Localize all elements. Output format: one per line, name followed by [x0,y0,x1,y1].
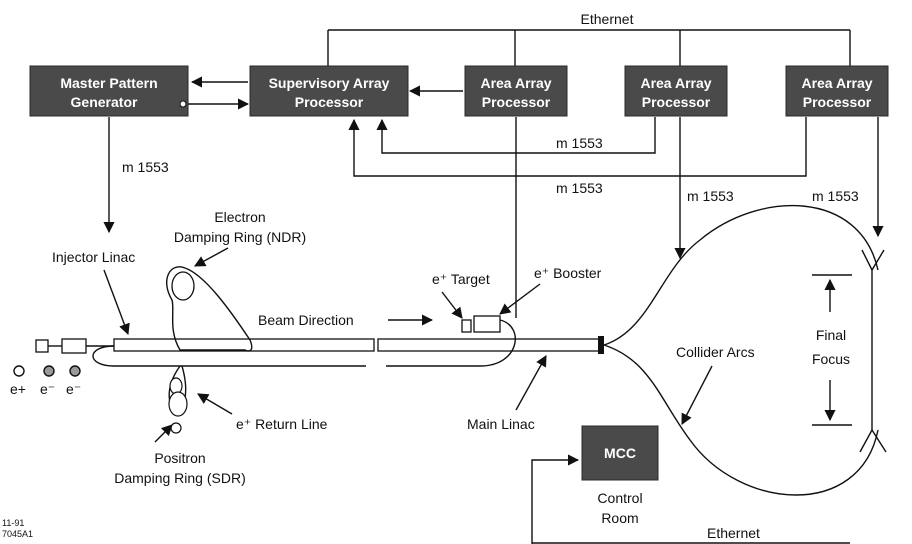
collider-arc-south [603,344,879,496]
figure-code-line2: 7045A1 [2,529,33,539]
control-room-label-1: Control [597,490,642,506]
mcc-label: MCC [604,445,636,461]
e-return-line-label: e⁺ Return Line [236,416,328,432]
mcc-box: MCC [581,425,659,481]
source-electron-2 [69,365,81,377]
return-loop-left [92,345,115,367]
area-array-processor-3-box: Area Array Processor [785,65,889,117]
source-label-eminus-2: e⁻ [66,381,81,397]
m1553-label-d: m 1553 [687,188,734,204]
final-focus-top-quad [861,249,885,272]
linac-end-cap [598,336,604,354]
supervisory-line1: Supervisory Array [269,75,390,91]
electron-damping-ring [166,266,253,352]
beam-direction-label: Beam Direction [258,312,354,328]
area3-line1: Area Array [801,75,872,91]
collider-arcs-label: Collider Arcs [676,344,755,360]
source-block-2 [61,338,87,354]
main-linac-label: Main Linac [467,416,535,432]
pointer-electron-ring [194,247,229,267]
m1553-link-area3 [348,117,807,177]
area-array-processor-1-box: Area Array Processor [464,65,568,117]
m1553-label-a: m 1553 [556,135,603,151]
port-dot [179,100,187,108]
source-positron [13,365,25,377]
positron-ring-label-1: Positron [154,450,205,466]
ndr-ring-top [171,271,195,301]
source-label-eplus: e+ [10,381,26,397]
sdr-ring-1 [169,377,183,395]
pointer-collider-arcs [681,365,713,425]
final-focus-label-2: Focus [812,351,850,367]
pointer-injector-linac [103,269,130,336]
pointer-positron-ring [154,424,173,443]
source-block-1 [35,339,49,353]
m1553-label-b: m 1553 [556,180,603,196]
area1-line2: Processor [482,94,551,110]
injector-linac [35,338,375,354]
collider-arc-north [603,205,879,346]
area1-line1: Area Array [480,75,551,91]
electron-ring-label-2: Damping Ring (NDR) [174,229,306,245]
sdr-ring-2 [168,391,188,417]
pointer-e-target [441,291,463,319]
area2-line2: Processor [642,94,711,110]
injector-linac-label: Injector Linac [52,249,135,265]
ethernet-bus-bottom [531,454,850,544]
injector-linac-pipe [113,338,375,352]
ethernet-bottom-label: Ethernet [707,525,760,541]
source-electron-1 [43,365,55,377]
control-room-label-2: Room [601,510,638,526]
e-booster-label: e⁺ Booster [534,265,602,281]
electron-ring-label-1: Electron [214,209,265,225]
pointer-e-booster [499,283,541,315]
master-pattern-generator-box: Master Pattern Generator [29,65,189,117]
e-target-block [461,319,472,333]
sdr-ring-3 [170,422,182,434]
supervisory-line2: Processor [295,94,364,110]
area-array-processor-2-box: Area Array Processor [624,65,728,117]
main-linac-pipe [377,338,601,352]
e-booster-block [473,315,501,333]
e-plus-return-line [114,319,516,367]
main-linac [377,336,604,354]
source-label-eminus-1: e⁻ [40,381,55,397]
positron-ring-label-2: Damping Ring (SDR) [114,470,245,486]
m1553-label-e: m 1553 [812,188,859,204]
master-pattern-line1: Master Pattern [60,75,157,91]
supervisory-array-processor-box: Supervisory Array Processor [249,65,409,117]
master-pattern-line2: Generator [71,94,138,110]
e-target-label: e⁺ Target [432,271,490,287]
area3-line2: Processor [803,94,872,110]
ethernet-bus-top [327,29,851,66]
area2-line1: Area Array [640,75,711,91]
figure-code-line1: 11-91 [2,518,24,528]
m1553-link-area2 [376,117,656,154]
pointer-main-linac [515,355,547,411]
final-focus-bottom-quad [859,428,887,453]
ethernet-top-label: Ethernet [581,11,634,27]
final-focus-label-1: Final [816,327,846,343]
pointer-return-line [197,393,233,415]
m1553-label-c: m 1553 [122,159,169,175]
